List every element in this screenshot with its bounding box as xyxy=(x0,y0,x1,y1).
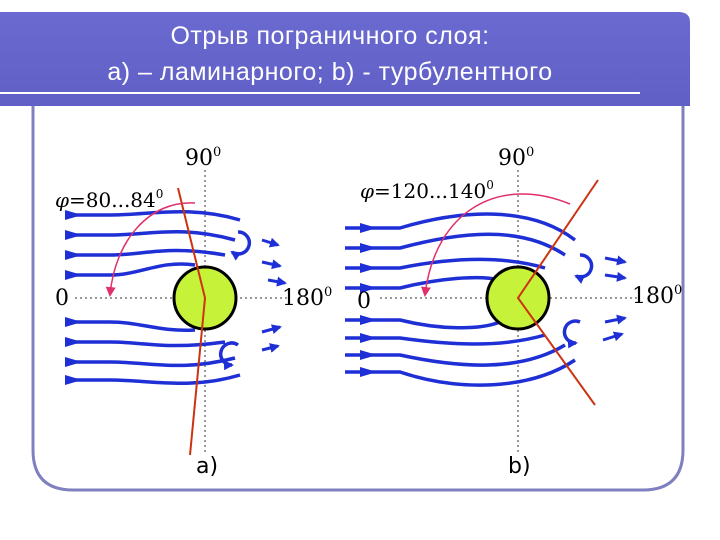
panel-a-diagram: 900 0 1800 φ=80...840 xyxy=(55,145,332,456)
separation-angle-label-a: φ=80...840 xyxy=(55,187,163,212)
title-line-2: a) – ламинарного; b) - турбулентного xyxy=(107,58,553,86)
inflow-arrows-lower xyxy=(65,317,82,385)
angle-right-b: 1800 xyxy=(632,283,682,309)
angle-left-b: 0 xyxy=(357,289,371,314)
caption-b: b) xyxy=(508,454,531,479)
angle-top-a: 900 xyxy=(185,145,221,171)
caption-a: a) xyxy=(196,454,219,479)
streamlines-upper xyxy=(65,209,241,277)
vortex-lower-b xyxy=(562,319,581,349)
streamlines-lower xyxy=(65,320,241,386)
wake-arrows-b xyxy=(602,255,627,342)
title-banner xyxy=(0,0,720,106)
separation-line-a xyxy=(177,187,207,456)
streamlines-upper xyxy=(345,212,577,290)
separation-angle-label-b: φ=120...1400 xyxy=(360,178,494,203)
angle-left-a: 0 xyxy=(55,286,69,311)
vortex-lower-a xyxy=(218,341,240,371)
angle-top-b: 900 xyxy=(498,145,534,171)
inflow-arrows-upper xyxy=(360,223,377,293)
angle-arrow-b xyxy=(420,193,571,297)
inflow-arrows-lower xyxy=(360,315,377,377)
inflow-arrows-upper xyxy=(65,210,82,280)
separation-line-b xyxy=(516,179,599,406)
angle-right-a: 1800 xyxy=(282,285,332,311)
streamlines-lower xyxy=(345,318,576,387)
panel-b-diagram: 900 0 1800 φ=120...1400 xyxy=(345,145,682,455)
wake-arrows-a xyxy=(261,237,287,353)
vortex-upper-a xyxy=(230,230,252,261)
title-line-1: Отрыв пограничного слоя: xyxy=(170,22,490,50)
angle-arrow-a xyxy=(105,202,196,297)
vortex-upper-b xyxy=(574,253,594,284)
